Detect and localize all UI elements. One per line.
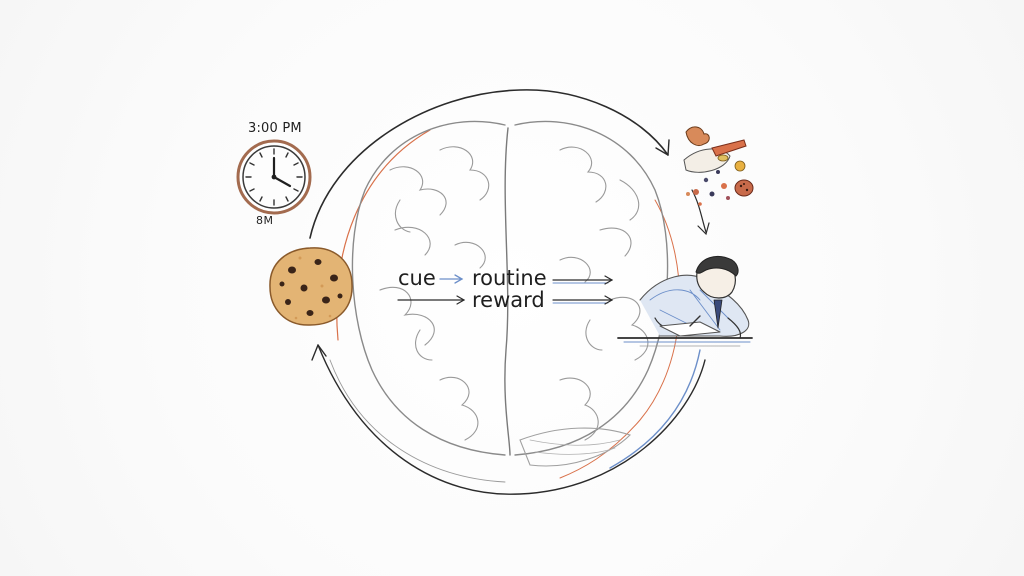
cue-label: cue	[398, 266, 436, 290]
clock-suffix-label: 8M	[256, 214, 274, 227]
student-at-desk-icon	[617, 256, 753, 347]
brain-icon	[351, 120, 669, 467]
clock-icon	[236, 139, 312, 215]
cookie-icon	[269, 247, 353, 326]
routine-label: routine	[472, 266, 547, 290]
snacks-icon	[683, 126, 754, 206]
clock-time-label: 3:00 PM	[248, 121, 302, 136]
reward-label: reward	[472, 288, 545, 312]
